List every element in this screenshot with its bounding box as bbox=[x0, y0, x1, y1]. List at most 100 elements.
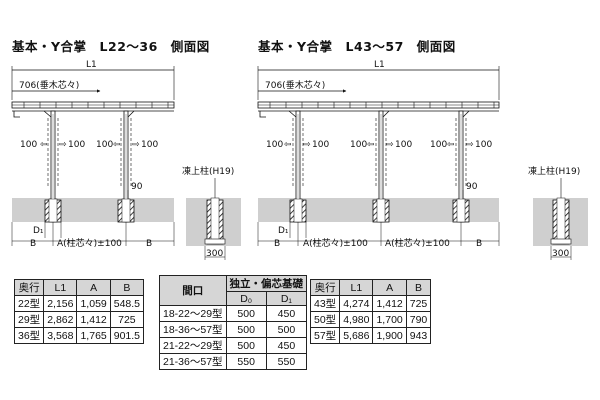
right-side-view: L1 706(垂木芯々) 100 ⇦ bbox=[257, 60, 500, 249]
cell: 21-22～29型 bbox=[159, 337, 227, 354]
cell: 43型 bbox=[309, 295, 341, 312]
col-header: B bbox=[405, 279, 432, 296]
height-90-label: 90 bbox=[131, 182, 143, 192]
cell: 18-22～29型 bbox=[159, 305, 227, 322]
col-header: D₀ bbox=[225, 291, 267, 306]
offset-label: 100 bbox=[68, 140, 85, 150]
col-header: D₁ bbox=[265, 291, 308, 306]
frost-column-right: 凍上柱(H19) 300 bbox=[528, 165, 588, 260]
cell: 500 bbox=[225, 305, 267, 322]
frost-label: 凍上柱(H19) bbox=[182, 165, 234, 177]
ground-band bbox=[12, 198, 174, 222]
a-span-label: A(柱芯々)±100 bbox=[303, 237, 368, 249]
cell: 450 bbox=[265, 337, 308, 354]
cell: 500 bbox=[225, 321, 267, 338]
cell: 1,059 bbox=[76, 295, 111, 312]
cell: 1,700 bbox=[372, 311, 407, 328]
offset-label: 100 bbox=[430, 140, 447, 150]
table-row: 21-22～29型 500 450 bbox=[159, 337, 308, 354]
svg-text:⇨: ⇨ bbox=[132, 140, 140, 150]
cell: 2,862 bbox=[43, 311, 78, 328]
height-90-label: 90 bbox=[466, 182, 478, 192]
cell: 901.5 bbox=[109, 327, 145, 344]
col-header: L1 bbox=[43, 279, 78, 296]
cell: 550 bbox=[225, 353, 267, 370]
svg-text:⇦: ⇦ bbox=[284, 140, 292, 150]
b-label: B bbox=[30, 239, 36, 249]
frost-column-left: 凍上柱(H19) 300 bbox=[182, 165, 241, 260]
cell: 18-36～57型 bbox=[159, 321, 227, 338]
svg-text:⇦: ⇦ bbox=[40, 140, 48, 150]
title-left: 基本・Y合掌 L22～36 側面図 bbox=[12, 39, 210, 54]
frost-label: 凍上柱(H19) bbox=[528, 165, 580, 177]
cell: 725 bbox=[109, 311, 145, 328]
table-row: 21-36～57型 550 550 bbox=[159, 353, 308, 370]
cell: 943 bbox=[405, 327, 432, 344]
cell: 5,686 bbox=[339, 327, 374, 344]
col-header: A bbox=[372, 279, 407, 296]
b-label: B bbox=[274, 239, 280, 249]
l1-label: L1 bbox=[86, 60, 97, 70]
offset-label: 100 bbox=[266, 140, 283, 150]
table-row: 36型 3,568 1,765 901.5 bbox=[13, 327, 145, 344]
col-header: L1 bbox=[339, 279, 374, 296]
cell: 2,156 bbox=[43, 295, 78, 312]
col-header: B bbox=[109, 279, 145, 296]
offset-label: 100 bbox=[141, 140, 158, 150]
foundation-table: 間口 独立・偏芯基礎 D₀ D₁ 18-22～29型 500 450 18-36… bbox=[159, 275, 308, 370]
cell: 4,274 bbox=[339, 295, 374, 312]
cell: 725 bbox=[405, 295, 432, 312]
cell: 790 bbox=[405, 311, 432, 328]
cell: 22型 bbox=[13, 295, 45, 312]
offset-label: 100 bbox=[350, 140, 367, 150]
offset-label: 100 bbox=[312, 140, 329, 150]
cell: 1,412 bbox=[372, 295, 407, 312]
svg-text:⇨: ⇨ bbox=[466, 140, 474, 150]
svg-text:⇨: ⇨ bbox=[386, 140, 394, 150]
col-header: 奥行 bbox=[309, 279, 341, 296]
d1-label: D₁ bbox=[278, 226, 289, 236]
depth-table-right: 奥行 L1 A B 43型 4,274 1,412 725 50型 4,980 … bbox=[309, 279, 432, 344]
table-row: 43型 4,274 1,412 725 bbox=[309, 295, 432, 312]
a-span-label: A(柱芯々)±100 bbox=[57, 237, 122, 249]
cell: 548.5 bbox=[109, 295, 145, 312]
depth-table-left: 奥行 L1 A B 22型 2,156 1,059 548.5 29型 2,86… bbox=[13, 279, 145, 344]
offset-label: 100 bbox=[20, 140, 37, 150]
svg-text:⇨: ⇨ bbox=[303, 140, 311, 150]
b-label: B bbox=[146, 239, 152, 249]
table-row: 18-22～29型 500 450 bbox=[159, 305, 308, 322]
svg-text:⇨: ⇨ bbox=[59, 140, 67, 150]
frost-width-label: 300 bbox=[552, 249, 569, 259]
cell: 29型 bbox=[13, 311, 45, 328]
cell: 550 bbox=[265, 353, 308, 370]
table-row: 22型 2,156 1,059 548.5 bbox=[13, 295, 145, 312]
cell: 21-36～57型 bbox=[159, 353, 227, 370]
cell: 1,900 bbox=[372, 327, 407, 344]
frost-width-label: 300 bbox=[206, 249, 223, 259]
col-header: 間口 bbox=[159, 275, 227, 306]
table-row: 29型 2,862 1,412 725 bbox=[13, 311, 145, 328]
cell: 4,980 bbox=[339, 311, 374, 328]
cell: 36型 bbox=[13, 327, 45, 344]
col-group-header: 独立・偏芯基礎 bbox=[225, 275, 308, 292]
pitch-label: 706(垂木芯々) bbox=[265, 79, 325, 91]
svg-text:⇦: ⇦ bbox=[113, 140, 121, 150]
table-row: 50型 4,980 1,700 790 bbox=[309, 311, 432, 328]
col-header: A bbox=[76, 279, 111, 296]
cell: 3,568 bbox=[43, 327, 78, 344]
a-span-label: A(柱芯々)±100 bbox=[385, 237, 450, 249]
left-side-view: L1 706(垂木芯々) 100 ⇦ ⇨ 100 bbox=[11, 60, 175, 249]
svg-text:⇦: ⇦ bbox=[447, 140, 455, 150]
title-right: 基本・Y合掌 L43～57 側面図 bbox=[258, 39, 456, 54]
cell: 450 bbox=[265, 305, 308, 322]
b-label: B bbox=[476, 239, 482, 249]
svg-text:⇦: ⇦ bbox=[367, 140, 375, 150]
cell: 57型 bbox=[309, 327, 341, 344]
offset-label: 100 bbox=[395, 140, 412, 150]
cell: 50型 bbox=[309, 311, 341, 328]
d1-label: D₁ bbox=[33, 226, 44, 236]
table-row: 18-36～57型 500 500 bbox=[159, 321, 308, 338]
cell: 500 bbox=[265, 321, 308, 338]
col-header: 奥行 bbox=[13, 279, 45, 296]
